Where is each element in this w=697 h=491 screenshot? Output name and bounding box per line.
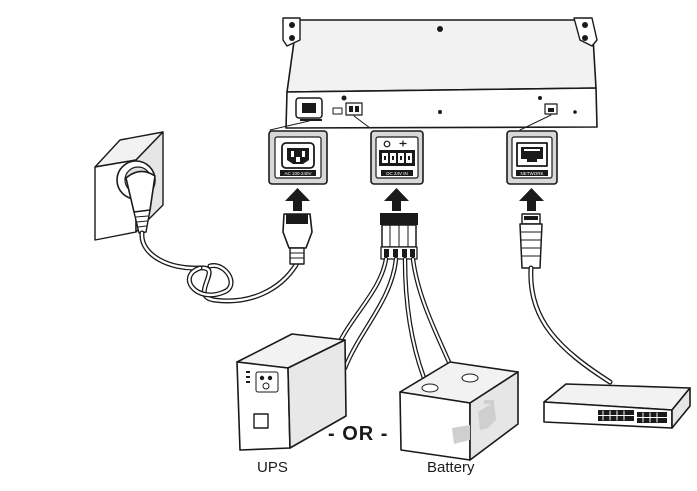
battery-label: Battery (427, 459, 475, 476)
rj45-plug (519, 213, 543, 269)
mains-plug (125, 170, 156, 234)
rear-dc-terminal (345, 102, 363, 116)
callout-network: NETWORK (506, 130, 558, 185)
or-separator-label: - OR - (328, 423, 389, 445)
rack-ear-left (282, 17, 301, 47)
arrow-up-icon (285, 188, 310, 211)
dc-wires (329, 256, 458, 381)
rear-network-port (544, 103, 558, 115)
ups-label: UPS (257, 459, 288, 476)
ac-socket-icon (281, 142, 315, 169)
network-switch-icon (543, 383, 691, 429)
rack-ear-right (573, 17, 598, 47)
arrow-up-icon (519, 188, 544, 211)
battery-icon (399, 361, 519, 461)
ups-icon (236, 333, 347, 451)
dc-terminal-icon (379, 140, 415, 166)
rj45-port-icon (516, 142, 548, 167)
callout-dc-input: DC 24V IN (370, 130, 424, 185)
power-cord (139, 230, 299, 304)
arrow-up-icon (384, 188, 409, 211)
ac-input-label: AC 100-240V (284, 171, 311, 176)
rear-ac-inlet (295, 97, 323, 121)
rack-device (269, 17, 598, 131)
dc-terminal-plug (380, 213, 418, 260)
callout-ac-input: AC 100-240V (268, 130, 328, 185)
iec-plug (282, 213, 313, 265)
network-label: NETWORK (521, 171, 544, 176)
network-cable (528, 265, 613, 385)
dc-input-label: DC 24V IN (386, 171, 408, 176)
